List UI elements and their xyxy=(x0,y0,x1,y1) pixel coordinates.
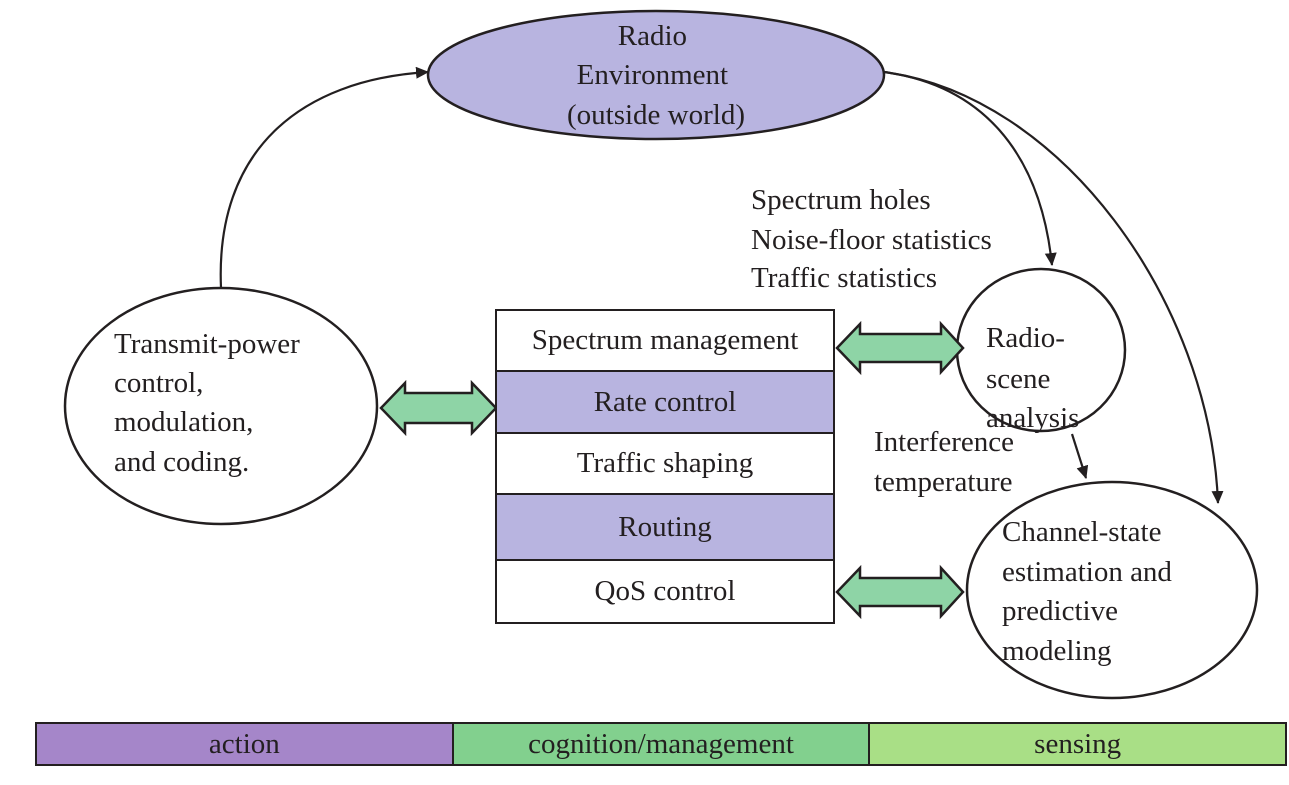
stack-row-qos-control: QoS control xyxy=(497,561,833,622)
stack-row-rate-control: Rate control xyxy=(497,372,833,434)
protocol-stack: Spectrum management Rate control Traffic… xyxy=(495,309,835,624)
channel-state-label: Channel-state estimation and predictive … xyxy=(1002,516,1179,667)
arrow-environment-to-channel-state xyxy=(883,70,1224,504)
arrow-radio-scene-to-channel-state xyxy=(1070,433,1089,479)
legend-sensing: sensing xyxy=(870,724,1286,764)
double-arrow-qos-channel-state xyxy=(835,564,965,620)
stack-row-label: Traffic shaping xyxy=(576,447,754,479)
stack-row-label: Rate control xyxy=(593,385,737,418)
stack-row-label: Routing xyxy=(618,510,712,543)
double-arrow-spectrum-radio-scene xyxy=(835,320,965,376)
arrow-transmit-to-environment xyxy=(219,66,429,289)
stack-row-traffic-shaping: Traffic shaping xyxy=(497,434,833,495)
stack-row-label: QoS control xyxy=(594,575,736,607)
legend-bar: action cognition/management sensing xyxy=(35,722,1287,766)
legend-action: action xyxy=(37,724,454,764)
spectrum-info-annotation: Spectrum holes Noise-floor statistics Tr… xyxy=(751,184,999,294)
transmit-power-label: Transmit-power control, modulation, and … xyxy=(114,328,307,478)
radio-scene-analysis-label: Radio- scene analysis xyxy=(986,322,1079,434)
channel-state-node xyxy=(965,480,1259,700)
double-arrow-transmit-stack xyxy=(379,379,498,437)
radio-environment-label: Radio Environment (outside world) xyxy=(567,20,745,131)
legend-label: cognition/management xyxy=(528,727,794,760)
legend-label: sensing xyxy=(1034,727,1122,760)
stack-row-label: Spectrum management xyxy=(531,324,799,356)
stack-row-routing: Routing xyxy=(497,495,833,561)
interference-temperature-annotation: Interference temperature xyxy=(874,426,1021,498)
legend-cognition-management: cognition/management xyxy=(453,724,871,764)
stack-row-spectrum-management: Spectrum management xyxy=(497,311,833,372)
legend-label: action xyxy=(208,727,280,760)
